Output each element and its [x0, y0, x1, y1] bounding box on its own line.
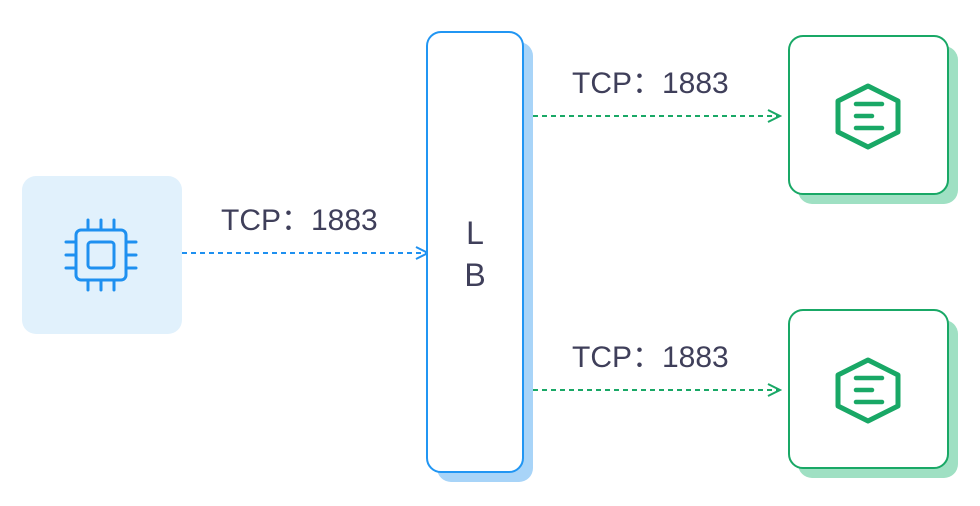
edge-lb-to-top-node: TCP：1883: [533, 67, 780, 116]
emqx-hexagon-icon: [835, 83, 901, 150]
edge-client-to-lb: TCP：1883: [182, 204, 428, 253]
lb-letter-b: B: [464, 257, 485, 293]
edge-lb-to-bottom-node: TCP：1883: [533, 341, 780, 390]
broker-node-top: [788, 35, 958, 204]
edge-label-lb-to-bottom-node: TCP：1883: [572, 341, 729, 374]
lb-letter-l: L: [466, 215, 484, 251]
cpu-chip-icon: [64, 218, 138, 292]
edge-label-client-to-lb: TCP：1883: [221, 204, 378, 237]
emqx-hexagon-icon: [835, 357, 901, 424]
load-balancer-node: L B: [426, 31, 533, 482]
client-device-node: [22, 176, 182, 334]
edge-label-lb-to-top-node: TCP：1883: [572, 67, 729, 100]
broker-node-bottom: [788, 309, 958, 478]
